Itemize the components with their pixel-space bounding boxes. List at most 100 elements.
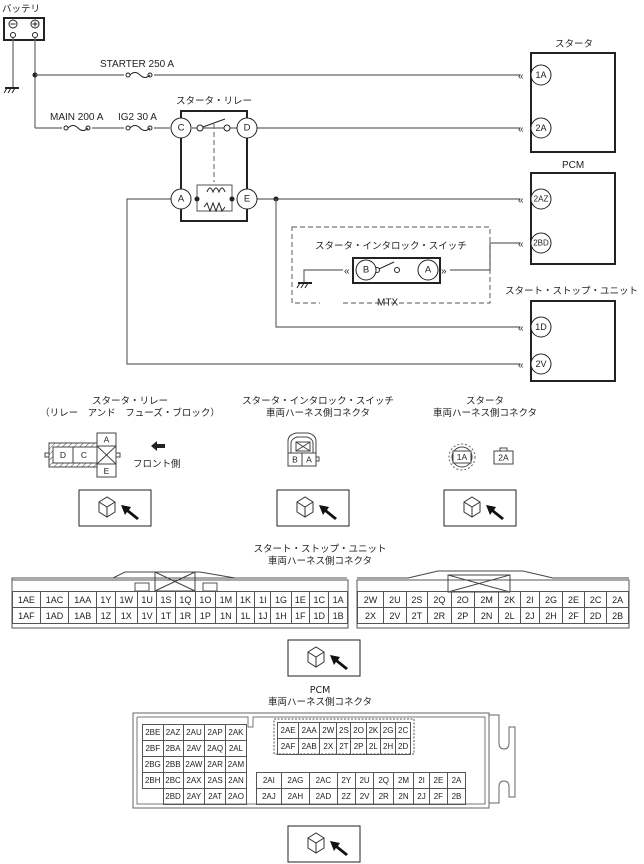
pin-cell: 1V [136,607,158,624]
pin-cell: 1R [174,607,196,624]
pin-cell: 2L [498,607,521,624]
relay-connector-title-line2: （リレー アンド フューズ・ブロック） [40,408,220,419]
interlock-connector-title-line2: 車両ハーネス側コネクタ [265,408,371,419]
pin-2bd: «2BD [518,232,552,254]
pin-cell: 2AZ [162,724,184,741]
pin-cell: 2P [450,607,476,624]
pin-cell: 2K [365,722,381,739]
pin-cell: 1W [114,591,138,608]
pin-cell: 2P [350,738,367,755]
empty-cell [143,789,164,805]
svg-text:2A: 2A [535,123,546,133]
pin-cell: 2BH [142,772,164,789]
pin-cell: 1D [309,607,330,624]
pin-cell: 1I [254,591,272,608]
pin-cell: 1Z [96,607,116,624]
pin-cell: 1AE [12,591,41,608]
pin-cell: 2AU [182,724,206,741]
interlock-connector-title-line1: スタータ・インタロック・スイッチ [242,396,394,407]
pin-cell: 1Y [96,591,116,608]
pin-cell: 2B [446,788,467,805]
starter-connector-title-line1: スタータ [465,396,504,407]
battery [3,17,45,41]
pin-cell: 2K [498,591,521,608]
pin-cell: 2AS [204,772,226,789]
pin-cell: 2AJ [256,788,282,805]
pin-cell: 2BE [142,724,164,741]
pin-cell: 2AK [224,724,248,741]
pin-cell: 2I [519,591,540,608]
pin-1d: « 1D [518,316,552,338]
pin-cell: 1U [136,591,158,608]
pin-cell: 2A [606,591,629,608]
pin-cell: 2AE [276,722,300,739]
pin-cell: 1Q [174,591,196,608]
interlock-label: スタータ・インタロック・スイッチ [315,241,467,252]
pin-cell: 2AM [224,756,248,773]
pin-cell: 2O [450,591,476,608]
relay-switch-icon [194,118,235,213]
connector-arrow-icon: « [518,195,524,206]
pin-cell: 1AB [68,607,98,624]
pin-cell: 2BB [162,756,184,773]
pin-cell: 2BG [142,756,164,773]
pin-cell: 1K [235,591,256,608]
pin-cell: 2Z [336,788,356,805]
pin-cell: 1N [214,607,237,624]
interlock-pin-a: A [417,259,439,281]
svg-text:E: E [244,194,250,205]
pin-cell: 2S [336,722,352,739]
pin-cell: 2E [428,772,448,789]
pin-cell: 2F [562,607,585,624]
pin-cell: 1F [290,607,311,624]
pin-cell: 2S [405,591,429,608]
pin-cell: 2AN [224,772,248,789]
pin-cell: 2AH [280,788,311,805]
relay-pin-a: A [170,188,192,210]
pin-cell: 2AQ [204,740,226,757]
starter-connector-title: スタータ 車両ハーネス側コネクタ [400,396,570,420]
relay-pin-d: D [236,117,258,139]
pin-cell: 2AV [182,740,206,757]
ground-icon [3,87,19,94]
pin-cell: 2J [413,788,430,805]
pin-cell: 2R [373,788,394,805]
pin-cell: 2L [365,738,381,755]
svg-text:1D: 1D [535,322,547,332]
relay-connector-title-line1: スタータ・リレー [91,396,168,407]
pin-cell: 2Y [336,772,356,789]
ssu-label: スタート・ストップ・ユニット [505,286,638,297]
pin-cell: 1AD [39,607,70,624]
connector-arrow-icon: « [518,71,524,82]
pin-cell: 2BF [142,740,164,757]
pin-cell: 2X [319,738,338,755]
pin-cell: 2AF [276,738,300,755]
pin-2v: «2V [518,353,552,375]
pin-cell: 2H [538,607,564,624]
pin-cell: 1P [194,607,216,624]
interlock-pin-b: B [355,259,377,281]
interlock-connector-title: スタータ・インタロック・スイッチ 車両ハーネス側コネクタ [228,396,408,420]
fuse-main-icon [62,123,92,133]
pin-cell: 1AC [39,591,70,608]
svg-text:C: C [178,123,185,134]
connector-arrow-icon: « [518,239,524,250]
ssu-connector-title-line2: 車両ハーネス側コネクタ [267,556,373,567]
connector-arrow-icon: « [518,323,524,334]
pin-cell: 1G [270,591,292,608]
ssu-connector-title-line1: スタート・ストップ・ユニット [253,544,387,555]
starter-connector-title-line2: 車両ハーネス側コネクタ [432,408,538,419]
ground-icon [296,282,312,289]
